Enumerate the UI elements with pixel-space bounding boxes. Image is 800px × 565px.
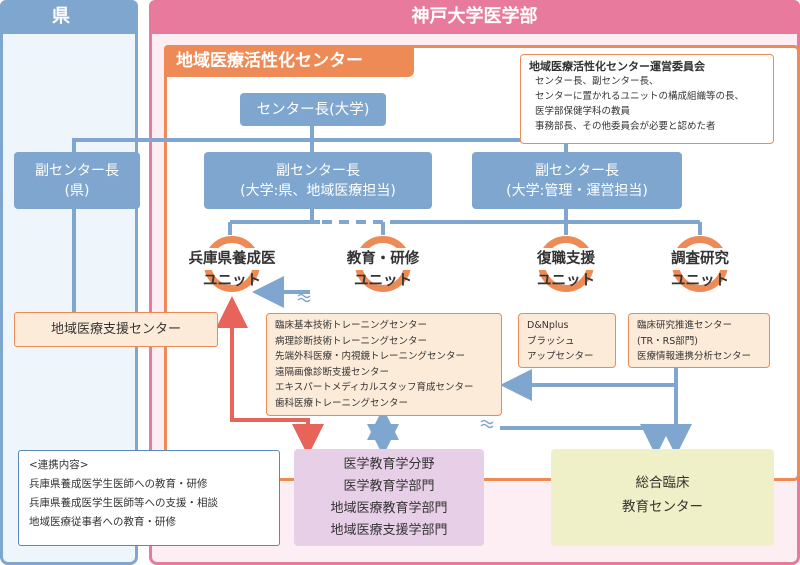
notes-title: <連携内容> — [29, 459, 89, 471]
list-item: 臨床基本技術トレーニングセンター — [275, 320, 428, 331]
list-item: エキスパートメディカルスタッフ育成センター — [275, 382, 474, 393]
unit-sub: ユニット — [671, 273, 729, 289]
clinical-center-line1: 総合臨床 — [635, 475, 690, 491]
unit-sub: ユニット — [203, 273, 261, 289]
list-item: アップセンター — [527, 351, 594, 362]
committee-title: 地域医療活性化センター運営委員会 — [529, 60, 705, 73]
unit-sub: ユニット — [354, 273, 412, 289]
director-box: センター長(大学) — [240, 93, 386, 126]
training-centers-list: 臨床基本技術トレーニングセンター 病理診断技術トレーニングセンター 先端外科医療… — [266, 313, 502, 416]
committee-line: センター長、副センター長、 — [535, 76, 659, 87]
list-item: 病理診断技術トレーニングセンター — [275, 335, 428, 347]
notes-line: 兵庫県養成医学生医師等への支援・相談 — [29, 497, 218, 509]
clinical-education-center: 総合臨床 教育センター — [551, 449, 774, 546]
vice-director-univ2-line1: 副センター長 — [535, 162, 619, 179]
list-item: 遠隔画像診断支援センター — [275, 366, 390, 378]
vice-director-univ1-line1: 副センター長 — [276, 162, 360, 179]
center-header: 地域医療活性化センター — [164, 45, 414, 77]
unit-name: 復職支援 — [535, 248, 597, 270]
unit-name: 調査研究 — [669, 248, 731, 270]
unit-return: 復職支援 ユニット — [506, 248, 626, 292]
notes-line: 地域医療従事者への教育・研修 — [29, 516, 176, 528]
vice-director-univ1-line2: (大学:県、地域医療担当) — [240, 182, 396, 199]
prefecture-header: 県 — [0, 0, 138, 34]
notes-line: 兵庫県養成医学生医師への教育・研修 — [29, 478, 208, 490]
unit-research: 調査研究 ユニット — [640, 248, 760, 292]
vice-director-univ2-box: 副センター長 (大学:管理・運営担当) — [472, 152, 682, 209]
vice-director-pref-line1: 副センター長 — [35, 162, 119, 179]
unit-name: 教育・研修 — [344, 248, 422, 270]
return-centers-list: D&Nplus ブラッシュ アップセンター — [518, 313, 616, 368]
director-label: センター長(大学) — [256, 101, 370, 118]
committee-line: 事務部長、その他委員会が必要と認めた者 — [535, 121, 716, 132]
list-item: (TR・RS部門) — [637, 335, 698, 347]
vice-director-pref-box: 副センター長 (県) — [14, 152, 140, 209]
committee-line: センターに置かれるユニットの構成組織等の長、 — [535, 91, 745, 102]
list-item: 医療情報連携分析センター — [637, 351, 752, 362]
department-item: 医学教育学部門 — [343, 479, 435, 494]
list-item: 歯科医療トレーニングセンター — [275, 397, 409, 409]
list-item: 臨床研究推進センター — [637, 320, 733, 331]
regional-support-center: 地域医療支援センター — [14, 312, 218, 347]
list-item: 先端外科医療・内視鏡トレーニングセンター — [275, 351, 466, 362]
medical-education-departments: 医学教育学分野 医学教育学部門 地域医療教育学部門 地域医療支援学部門 — [294, 449, 484, 546]
unit-hyogo: 兵庫県養成医 ユニット — [172, 248, 292, 292]
list-item: ブラッシュ — [527, 335, 575, 347]
clinical-center-line2: 教育センター — [622, 499, 703, 515]
vice-director-univ1-box: 副センター長 (大学:県、地域医療担当) — [204, 152, 432, 209]
research-centers-list: 臨床研究推進センター (TR・RS部門) 医療情報連携分析センター — [628, 313, 770, 368]
committee-box: 地域医療活性化センター運営委員会 センター長、副センター長、 センターに置かれる… — [520, 54, 774, 144]
unit-sub: ユニット — [537, 273, 595, 289]
department-item: 地域医療支援学部門 — [330, 523, 448, 538]
department-item: 地域医療教育学部門 — [330, 501, 448, 516]
department-item: 医学教育学分野 — [343, 457, 435, 472]
vice-director-pref-line2: (県) — [64, 182, 90, 199]
unit-name: 兵庫県養成医 — [172, 248, 292, 270]
vice-director-univ2-line2: (大学:管理・運営担当) — [506, 182, 648, 199]
university-header: 神戸大学医学部 — [149, 0, 800, 34]
list-item: D&Nplus — [527, 320, 569, 331]
committee-line: 医学部保健学科の教員 — [535, 106, 631, 117]
unit-education: 教育・研修 ユニット — [323, 248, 443, 292]
collaboration-notes: <連携内容> 兵庫県養成医学生医師への教育・研修 兵庫県養成医学生医師等への支援… — [18, 450, 280, 546]
